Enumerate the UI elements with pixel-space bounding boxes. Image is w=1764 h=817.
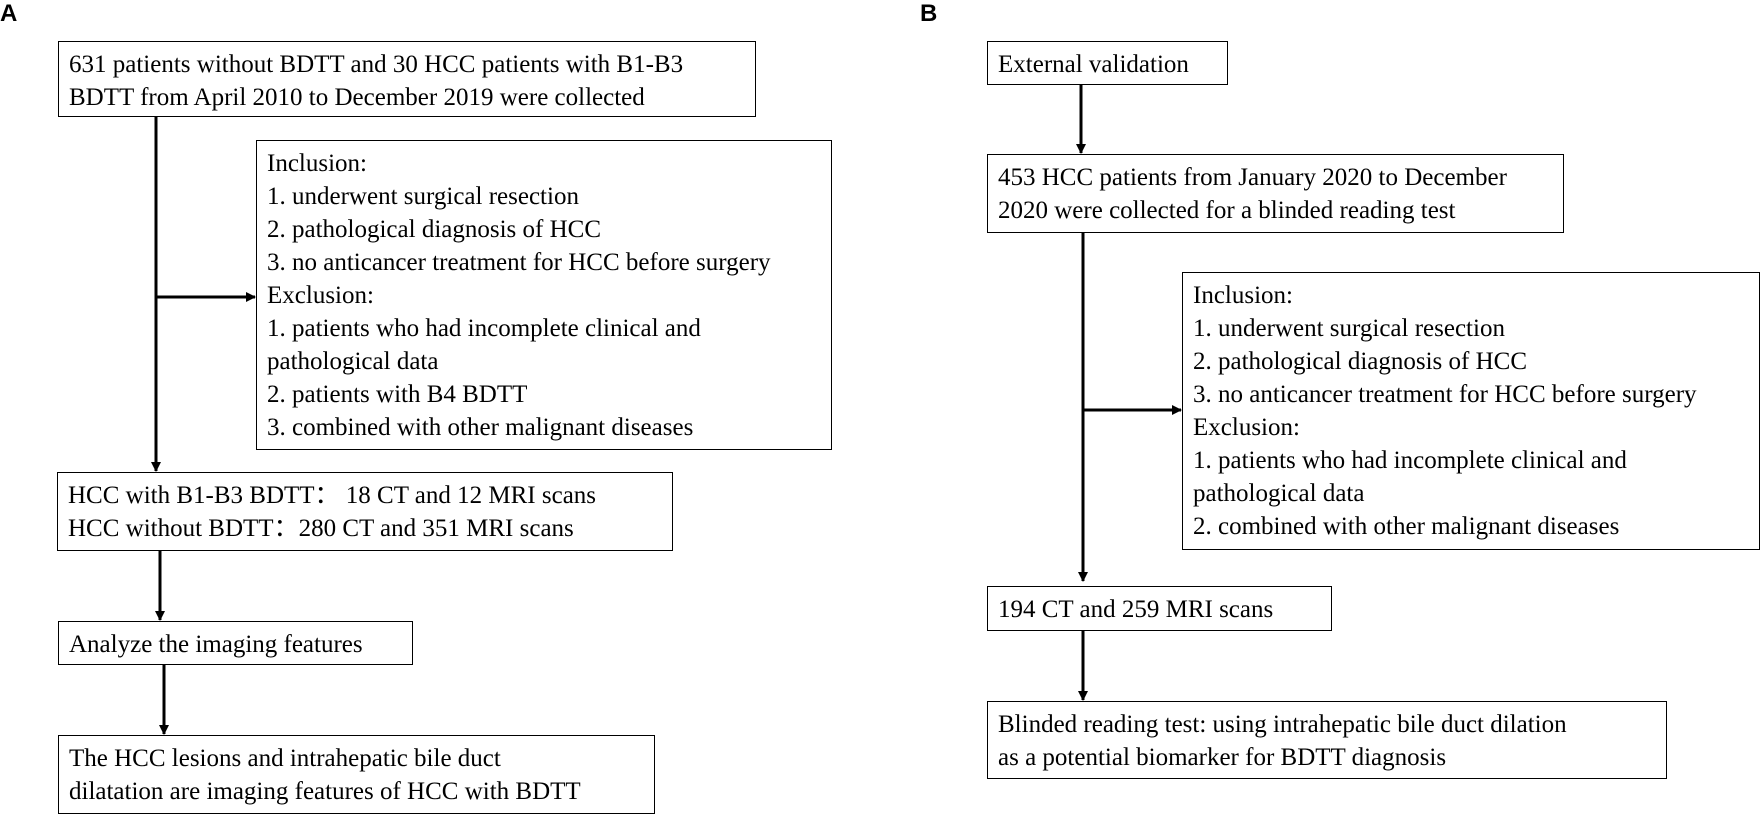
collection-box-a: 631 patients without BDTT and 30 HCC pat… bbox=[58, 41, 756, 117]
text-line: BDTT from April 2010 to December 2019 we… bbox=[69, 84, 645, 111]
groups-box-a: HCC with B1-B3 BDTT： 18 CT and 12 MRI sc… bbox=[57, 472, 673, 551]
text-line: 1. patients who had incomplete clinical … bbox=[1193, 447, 1627, 474]
text-line: as a potential biomarker for BDTT diagno… bbox=[998, 744, 1447, 771]
analyze-box-a: Analyze the imaging features bbox=[58, 621, 413, 665]
text-line: 3. combined with other malignant disease… bbox=[267, 414, 694, 441]
conclusion-box-a: The HCC lesions and intrahepatic bile du… bbox=[58, 735, 655, 814]
text-line: 3. no anticancer treatment for HCC befor… bbox=[267, 249, 771, 276]
text-line: Analyze the imaging features bbox=[69, 631, 363, 658]
criteria-box-b: Inclusion: 1. underwent surgical resecti… bbox=[1182, 272, 1760, 550]
text-line: 3. no anticancer treatment for HCC befor… bbox=[1193, 381, 1697, 408]
text-line: dilatation are imaging features of HCC w… bbox=[69, 778, 581, 805]
text-line: Exclusion: bbox=[1193, 414, 1300, 441]
text-line: Inclusion: bbox=[1193, 282, 1293, 309]
text-line: 2. pathological diagnosis of HCC bbox=[267, 216, 601, 243]
text-line: pathological data bbox=[1193, 480, 1365, 507]
text-line: External validation bbox=[998, 51, 1189, 78]
external-validation-box: External validation bbox=[987, 41, 1228, 85]
text-line: 2. combined with other malignant disease… bbox=[1193, 513, 1620, 540]
panel-a-label: A bbox=[0, 0, 18, 27]
text-line: HCC with B1-B3 BDTT： 18 CT and 12 MRI sc… bbox=[68, 482, 597, 509]
text-line: 194 CT and 259 MRI scans bbox=[998, 596, 1274, 623]
text-line: HCC without BDTT：280 CT and 351 MRI scan… bbox=[68, 515, 574, 542]
text-line: The HCC lesions and intrahepatic bile du… bbox=[69, 745, 501, 772]
collection-box-b: 453 HCC patients from January 2020 to De… bbox=[987, 154, 1564, 233]
text-line: 1. underwent surgical resection bbox=[1193, 315, 1505, 342]
text-line: 2020 were collected for a blinded readin… bbox=[998, 197, 1456, 224]
text-line: 631 patients without BDTT and 30 HCC pat… bbox=[69, 51, 684, 78]
text-line: pathological data bbox=[267, 348, 439, 375]
text-line: 2. pathological diagnosis of HCC bbox=[1193, 348, 1527, 375]
scans-box-b: 194 CT and 259 MRI scans bbox=[987, 586, 1332, 631]
text-line: 1. underwent surgical resection bbox=[267, 183, 579, 210]
reading-test-box: Blinded reading test: using intrahepatic… bbox=[987, 701, 1667, 779]
text-line: 453 HCC patients from January 2020 to De… bbox=[998, 164, 1507, 191]
text-line: Blinded reading test: using intrahepatic… bbox=[998, 711, 1567, 738]
text-line: 2. patients with B4 BDTT bbox=[267, 381, 528, 408]
text-line: Inclusion: bbox=[267, 150, 367, 177]
text-line: Exclusion: bbox=[267, 282, 374, 309]
criteria-box-a: Inclusion: 1. underwent surgical resecti… bbox=[256, 140, 832, 450]
panel-b-label: B bbox=[920, 0, 938, 27]
text-line: 1. patients who had incomplete clinical … bbox=[267, 315, 701, 342]
